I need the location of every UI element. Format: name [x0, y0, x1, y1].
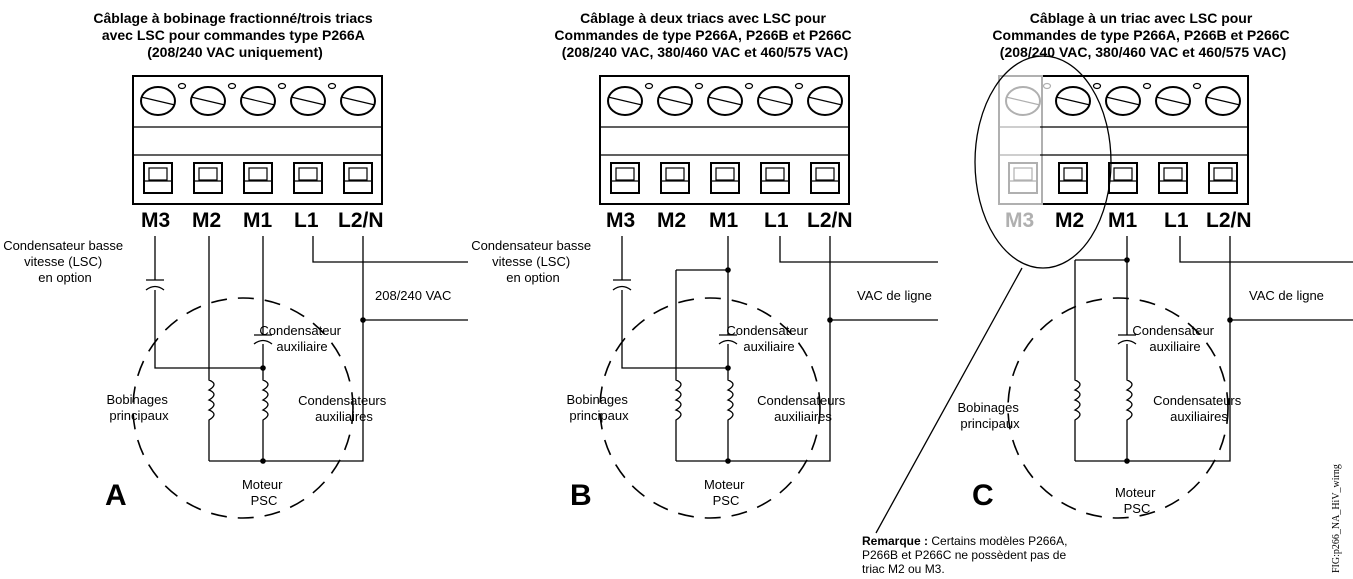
diagram-b: Câblage à deux triacs avec LSC pour Comm…: [471, 10, 938, 519]
terminal-block: [132, 75, 383, 205]
diagram-b-title: Câblage à deux triacs avec LSC pour Comm…: [554, 10, 855, 60]
terminal-labels: M3 M2 M1 L1 L2/N: [1005, 209, 1252, 232]
wire-clamps: [1008, 162, 1238, 194]
terminal-m2: M2: [1055, 209, 1084, 232]
terminal-l2n: L2/N: [1206, 209, 1252, 232]
aux-capacitor-label: Condensateur auxiliaire: [1132, 323, 1217, 354]
wiring: [145, 236, 468, 464]
terminal-m3: M3: [1005, 209, 1034, 232]
terminal-l2n: L2/N: [338, 209, 384, 232]
wire-clamps: [610, 162, 840, 194]
screw-terminals: [140, 82, 376, 116]
figure-id: FIG:p266_NA_HiV_wirng: [1331, 464, 1342, 573]
aux-capacitors-label: Condensateurs auxiliaires: [757, 393, 849, 424]
motor-label: Moteur PSC: [1115, 485, 1159, 516]
motor-outline: [1007, 297, 1229, 519]
note-leader-line: [875, 267, 1023, 534]
diagram-letter-c: C: [972, 479, 994, 512]
lsc-label: Condensateur basse vitesse (LSC) en opti…: [3, 238, 127, 285]
aux-capacitors-label: Condensateurs auxiliaires: [1153, 393, 1245, 424]
remark-note: Remarque : Certains modèles P266A, P266B…: [862, 534, 1071, 576]
aux-capacitor-label: Condensateur auxiliaire: [259, 323, 344, 354]
terminal-m2: M2: [657, 209, 686, 232]
terminal-l1: L1: [294, 209, 319, 232]
motor-outline: [132, 297, 354, 519]
wiring: [612, 236, 938, 464]
terminal-m1: M1: [243, 209, 272, 232]
line-voltage-label: VAC de ligne: [857, 288, 932, 303]
screw-terminals: [1005, 82, 1241, 116]
terminal-l2n: L2/N: [807, 209, 853, 232]
terminal-m1: M1: [709, 209, 738, 232]
diagram-c-title: Câblage à un triac avec LSC pour Command…: [992, 10, 1293, 60]
diagram-letter-a: A: [105, 479, 127, 512]
wiring: [1073, 236, 1353, 464]
diagram-a-title: Câblage à bobinage fractionné/trois tria…: [93, 10, 376, 60]
terminal-l1: L1: [1164, 209, 1189, 232]
terminal-m1: M1: [1108, 209, 1137, 232]
main-windings-label: Bobinages principaux: [106, 392, 171, 423]
line-voltage-label: 208/240 VAC: [375, 288, 451, 303]
wire-clamps: [143, 162, 373, 194]
aux-capacitors-label: Condensateurs auxiliaires: [298, 393, 390, 424]
main-windings-label: Bobinages principaux: [957, 400, 1022, 431]
terminal-l1: L1: [764, 209, 789, 232]
line-voltage-label: VAC de ligne: [1249, 288, 1324, 303]
motor-label: Moteur PSC: [242, 477, 286, 508]
aux-capacitor-label: Condensateur auxiliaire: [726, 323, 811, 354]
terminal-m3: M3: [606, 209, 635, 232]
screw-terminals: [607, 82, 843, 116]
note-callout-circle: [974, 55, 1112, 269]
terminal-m3: M3: [141, 209, 170, 232]
main-windings-label: Bobinages principaux: [566, 392, 631, 423]
terminal-m2: M2: [192, 209, 221, 232]
terminal-block: [998, 75, 1249, 205]
diagram-c: Câblage à un triac avec LSC pour Command…: [862, 10, 1353, 576]
motor-label: Moteur PSC: [704, 477, 748, 508]
diagram-a: Câblage à bobinage fractionné/trois tria…: [3, 10, 468, 519]
diagram-letter-b: B: [570, 479, 592, 512]
motor-outline: [599, 297, 821, 519]
terminal-labels: M3 M2 M1 L1 L2/N: [141, 209, 384, 232]
terminal-block: [599, 75, 850, 205]
terminal-labels: M3 M2 M1 L1 L2/N: [606, 209, 853, 232]
lsc-label: Condensateur basse vitesse (LSC) en opti…: [471, 238, 595, 285]
